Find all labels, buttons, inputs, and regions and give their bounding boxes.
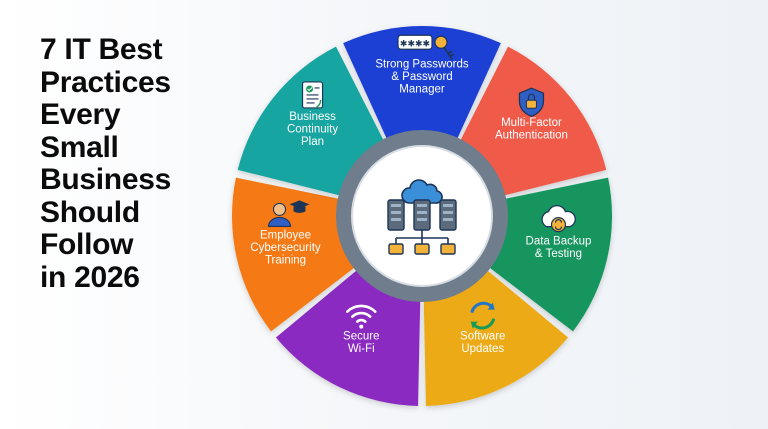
- cloud-sync-icon: [541, 205, 576, 233]
- shield-lock-icon: [518, 87, 545, 117]
- segment-label-multi-factor-authentication: Multi-Factor Authentication: [495, 117, 568, 142]
- document-check-icon: [301, 81, 324, 109]
- segment-label-line: Authentication: [495, 130, 568, 142]
- segment-label-secure-wifi: Secure Wi-Fi: [343, 331, 379, 356]
- segment-label-data-backup: Data Backup & Testing: [526, 236, 592, 261]
- segment-multi-factor-authentication: [460, 46, 607, 196]
- segment-strong-passwords: [343, 26, 501, 140]
- segment-label-line: Continuity: [287, 123, 338, 135]
- title-line: Practices: [40, 65, 171, 99]
- segment-label-line: Multi-Factor: [501, 117, 562, 129]
- title-line: in 2026: [40, 260, 140, 294]
- segment-label-line: Strong Passwords: [375, 58, 469, 70]
- segment-label-line: Manager: [399, 83, 445, 95]
- cloud-server-network-icon: [387, 179, 457, 255]
- refresh-icon: [470, 301, 496, 330]
- graduation-icon: [267, 200, 310, 227]
- segment-software-updates: [423, 269, 569, 406]
- segment-label-line: Plan: [301, 136, 324, 148]
- segment-label-line: Secure: [343, 331, 379, 343]
- segment-data-backup: [488, 177, 613, 332]
- segment-label-line: & Testing: [535, 248, 582, 260]
- title-line: Every: [40, 98, 121, 131]
- segment-business-continuity: [237, 46, 384, 196]
- key-icon: ✱✱✱✱: [397, 34, 455, 60]
- segment-label-line: Wi-Fi: [348, 343, 375, 355]
- title-line: Follow: [40, 228, 134, 261]
- segment-label-strong-passwords: Strong Passwords & Password Manager: [375, 58, 469, 95]
- segment-label-line: Employee: [260, 229, 311, 241]
- wheel-segments: [231, 26, 613, 406]
- title-line: Should: [40, 195, 140, 229]
- segment-secure-wifi: [275, 269, 421, 406]
- title-line: Business: [40, 163, 171, 196]
- segment-label-line: Training: [265, 254, 306, 266]
- segment-label-line: Updates: [461, 343, 504, 355]
- wifi-icon: [345, 304, 377, 329]
- segment-label-line: Data Backup: [526, 236, 592, 248]
- segment-label-software-updates: Software Updates: [460, 331, 505, 356]
- segment-label-line: & Password: [391, 71, 452, 83]
- segment-employee-training: [231, 177, 356, 332]
- page-title: 7 IT Best Practices Every Small Business…: [40, 33, 250, 294]
- segment-label-line: Software: [460, 331, 505, 343]
- svg-text:✱✱✱✱: ✱✱✱✱: [400, 38, 430, 48]
- segment-label-line: Business: [289, 111, 336, 123]
- segment-label-employee-training: Employee Cybersecurity Training: [250, 229, 321, 266]
- title-line: 7 IT Best: [40, 33, 163, 66]
- segment-label-business-continuity: Business Continuity Plan: [287, 111, 338, 148]
- segment-label-line: Cybersecurity: [250, 242, 321, 254]
- title-line: Small: [40, 130, 119, 164]
